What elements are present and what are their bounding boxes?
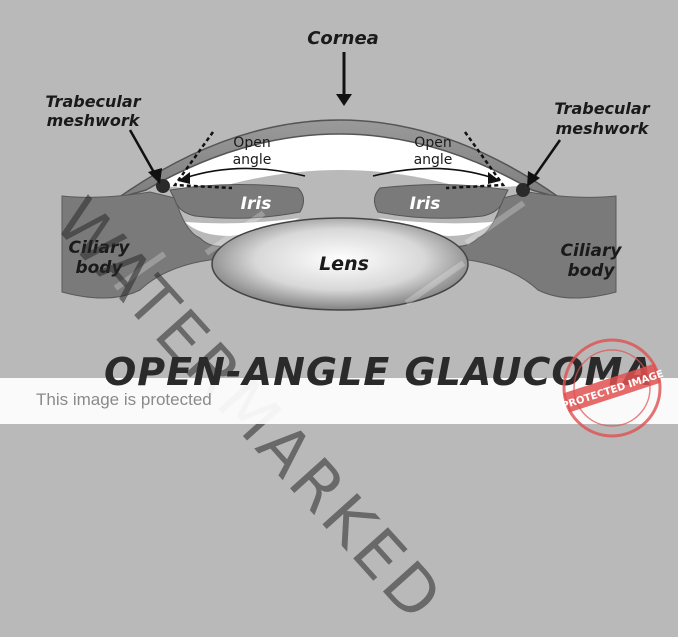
- trabecular-pointer-left-head: [148, 168, 162, 184]
- lens-label: Lens: [319, 253, 369, 275]
- ciliary-body-right: [449, 191, 617, 299]
- trabecular-right-line2: meshwork: [556, 119, 650, 138]
- trabecular-pointer-right: [530, 139, 562, 181]
- open-angle-arrow-left: [184, 167, 306, 179]
- diagram-title: OPEN-ANGLE GLAUCOMA: [104, 350, 654, 394]
- ciliary-body-left: [61, 191, 229, 299]
- iris-left: [169, 183, 304, 219]
- lens-shape: [211, 217, 469, 311]
- ciliary-left-line1: Ciliary: [69, 238, 131, 258]
- posterior-chamber-right: [378, 218, 493, 236]
- open-angle-right-line1: Open: [414, 135, 451, 151]
- open-angle-left-line1: Open: [233, 135, 270, 151]
- iris-left-label: Iris: [241, 194, 272, 214]
- glaucoma-diagram: Cornea Trabecular meshwork Trabecular me…: [45, 28, 651, 311]
- trabecular-left-line1: Trabecular: [45, 92, 141, 111]
- ciliary-left-line2: body: [75, 258, 123, 278]
- ciliary-right-line2: body: [567, 261, 615, 281]
- open-angle-arrowhead-right: [488, 172, 500, 184]
- faint-watermark-lines: [113, 200, 526, 306]
- outflow-dotted-right: [445, 131, 506, 190]
- iris-right-label: Iris: [410, 194, 441, 214]
- open-angle-right-line2: angle: [414, 152, 453, 168]
- cornea-pointer-head: [336, 94, 352, 106]
- ciliary-right-line1: Ciliary: [561, 241, 623, 261]
- protected-notice: This image is protected: [36, 390, 212, 409]
- posterior-chamber-left: [185, 218, 300, 236]
- trabecular-meshwork-right-blob: [516, 183, 530, 197]
- trabecular-pointer-left: [128, 129, 158, 177]
- trabecular-right-line1: Trabecular: [554, 99, 650, 118]
- protected-stamp-icon: PROTECTED IMAGE: [560, 338, 664, 438]
- outflow-dotted-left: [172, 131, 233, 190]
- iris-right: [374, 183, 509, 219]
- trabecular-left-line2: meshwork: [47, 111, 141, 130]
- trabecular-pointer-right-head: [527, 171, 540, 187]
- open-angle-left-line2: angle: [233, 152, 272, 168]
- cornea-label: Cornea: [307, 28, 379, 49]
- open-angle-arrowhead-left: [178, 172, 190, 184]
- open-angle-arrow-right: [372, 167, 494, 179]
